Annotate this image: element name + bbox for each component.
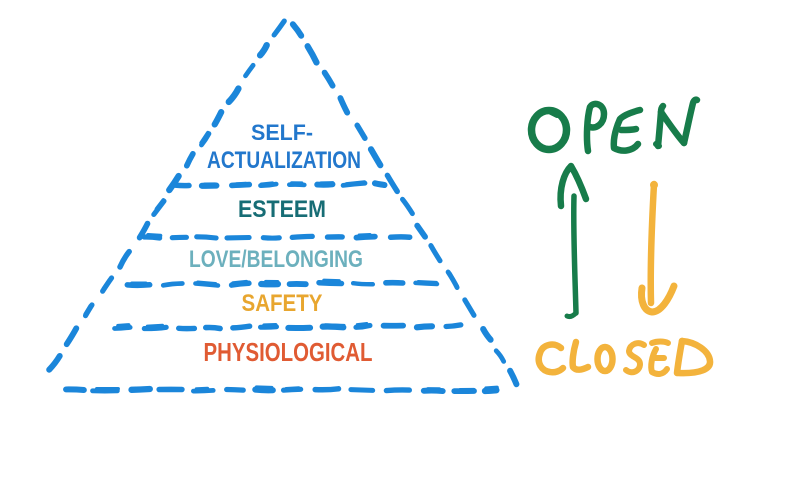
- svg-text:ESTEEM: ESTEEM: [238, 196, 326, 223]
- svg-text:ACTUALIZATION: ACTUALIZATION: [207, 147, 361, 174]
- svg-text:LOVE/BELONGING: LOVE/BELONGING: [189, 246, 363, 273]
- svg-text:SAFETY: SAFETY: [242, 290, 323, 317]
- svg-text:PHYSIOLOGICAL: PHYSIOLOGICAL: [204, 337, 373, 367]
- svg-text:SELF-: SELF-: [251, 120, 313, 145]
